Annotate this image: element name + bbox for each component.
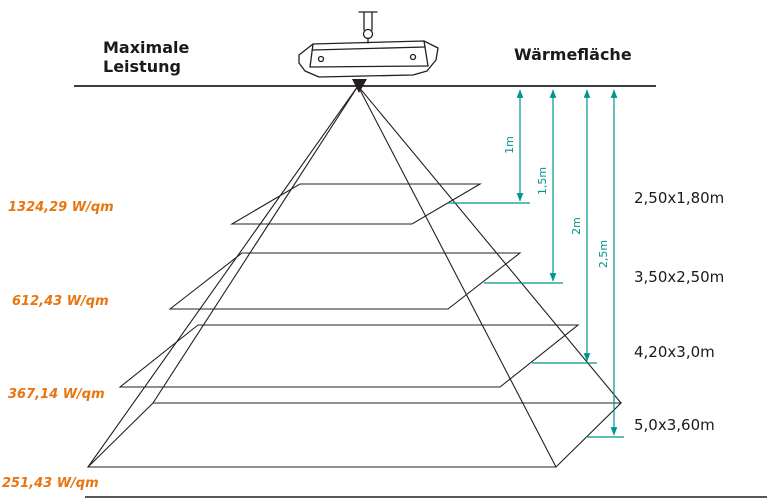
area-size-label-2: 3,50x2,50m: [634, 268, 724, 286]
title-heat-area: Wärmefläche: [514, 45, 632, 64]
power-density-label-1: 1324,29 W/qm: [8, 200, 114, 215]
power-density-label-3: 367,14 W/qm: [8, 387, 105, 402]
heater-body-detail-top: [312, 46, 426, 51]
heat-cone-lines: [87, 85, 622, 468]
dimension-arrows: [516, 89, 618, 436]
cone-line-back-left: [152, 85, 359, 404]
heater-sketch: [298, 11, 439, 93]
heat-plane-4: [86, 402, 623, 468]
height-label-2m: 2m: [570, 217, 583, 235]
cone-line-back-right: [357, 85, 622, 404]
area-size-label-3: 4,20x3,0m: [634, 343, 715, 361]
title-max-power-line2: Leistung: [103, 57, 181, 76]
heat-plane-3: [118, 324, 580, 388]
heater-apex-mark: [352, 79, 367, 93]
power-density-label-2: 612,43 W/qm: [12, 294, 109, 309]
heater-screw-left: [317, 55, 325, 63]
cone-line-front-left: [87, 85, 359, 468]
heater-body: [298, 40, 439, 78]
heater-screw-right: [409, 53, 417, 61]
dimension-extension-lines: [448, 202, 624, 438]
heater-mount-hook: [362, 28, 374, 40]
title-max-power-line1: Maximale: [103, 38, 189, 57]
heat-plane-2: [168, 252, 522, 310]
height-label-1-5m: 1,5m: [536, 167, 549, 195]
heater-body-detail-right: [423, 40, 429, 67]
power-density-label-4: 251,43 W/qm: [2, 476, 99, 491]
area-size-label-4: 5,0x3,60m: [634, 416, 715, 434]
heater-body-detail-left: [309, 43, 314, 68]
heater-body-detail-bottom: [309, 65, 429, 68]
height-label-1m: 1m: [503, 136, 516, 154]
heat-planes: [86, 183, 623, 468]
height-label-2-5m: 2,5m: [597, 240, 610, 268]
area-size-label-1: 2,50x1,80m: [634, 189, 724, 207]
cone-line-front-right: [357, 85, 557, 468]
heat-plane-1: [229, 183, 483, 225]
